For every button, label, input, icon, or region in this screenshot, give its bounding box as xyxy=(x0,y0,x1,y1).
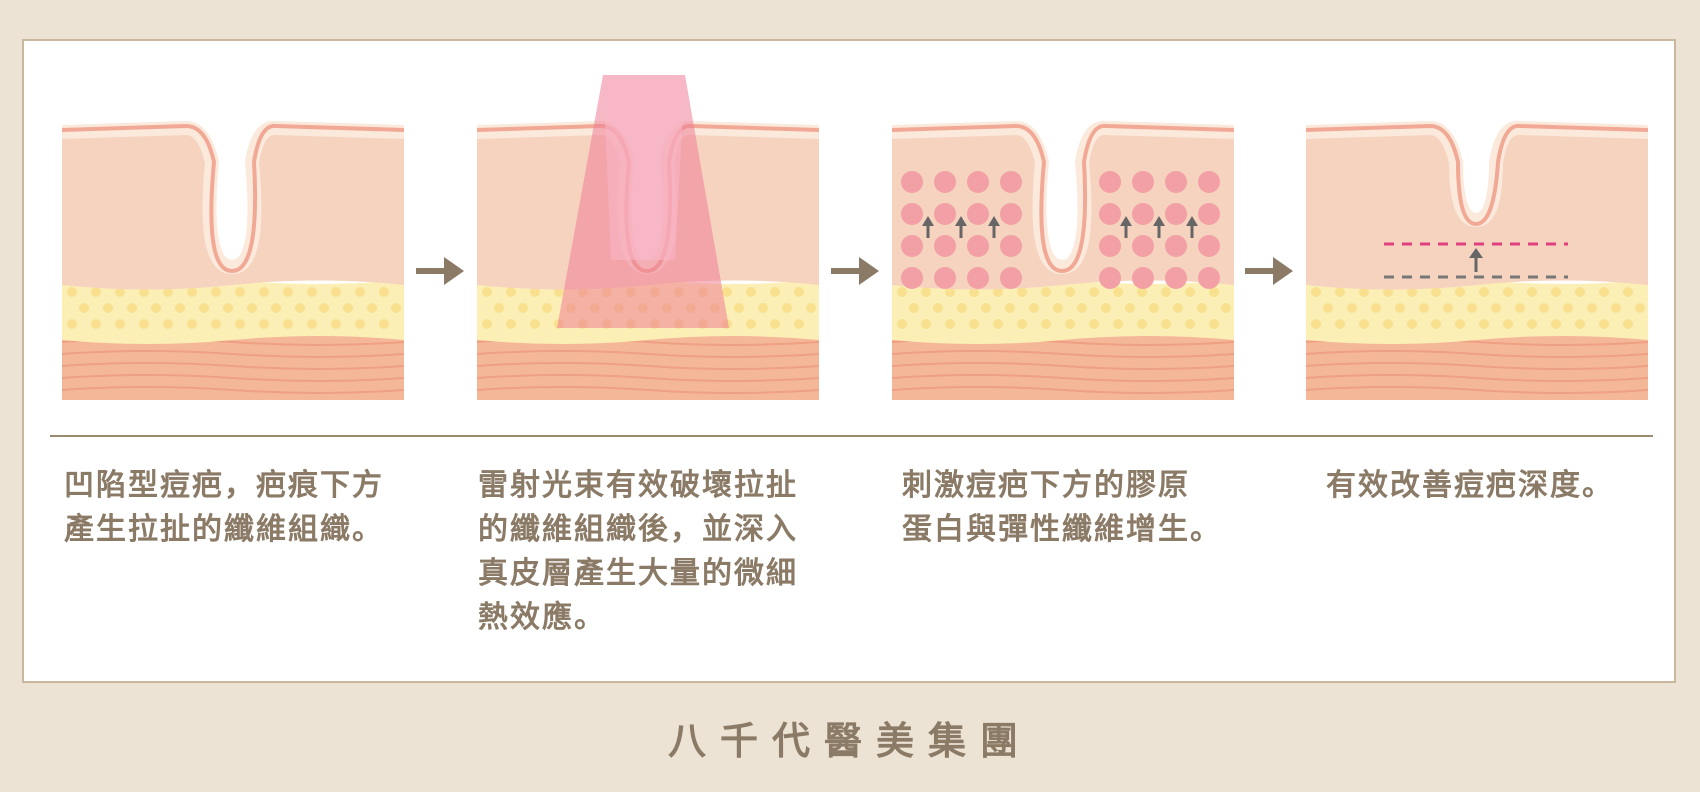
up-arrow-icon xyxy=(922,216,934,238)
collagen-dot xyxy=(1198,267,1220,289)
step-3-illustration xyxy=(892,70,1234,410)
dermis-layer xyxy=(1306,127,1648,290)
collagen-dot xyxy=(934,203,956,225)
up-arrow-icon xyxy=(1469,248,1483,272)
collagen-dot xyxy=(1099,235,1121,257)
collagen-dot xyxy=(1165,171,1187,193)
collagen-growth-skin-icon xyxy=(892,120,1234,400)
collagen-dot xyxy=(1000,203,1022,225)
collagen-dot xyxy=(934,267,956,289)
right-arrow-icon xyxy=(1245,251,1295,291)
collagen-dot xyxy=(934,171,956,193)
up-arrow-icon xyxy=(1120,216,1132,238)
step-1-caption: 凹陷型痘疤，疤痕下方 產生拉扯的纖維組織。 xyxy=(64,468,384,547)
step-2-caption: 雷射光束有效破壞拉扯 的纖維組織後，並深入 真皮層產生大量的微細 熱效應。 xyxy=(478,468,798,635)
collagen-dot xyxy=(967,235,989,257)
right-arrow-icon xyxy=(416,251,466,291)
right-arrow-icon xyxy=(831,251,881,291)
up-arrow-icon xyxy=(988,216,1000,238)
step-4-caption: 有效改善痘疤深度。 xyxy=(1326,468,1614,503)
step-3-caption: 刺激痘疤下方的膠原 蛋白與彈性纖維增生。 xyxy=(902,468,1222,547)
collagen-dot xyxy=(1132,267,1154,289)
step-2-illustration xyxy=(477,70,819,410)
dermis-layer xyxy=(62,127,404,290)
collagen-dot xyxy=(901,171,923,193)
collagen-dot xyxy=(1000,171,1022,193)
collagen-dot xyxy=(1165,203,1187,225)
collagen-dot xyxy=(1099,203,1121,225)
step-1-illustration xyxy=(62,70,404,410)
collagen-dot xyxy=(1132,203,1154,225)
collagen-dot xyxy=(967,203,989,225)
up-arrow-icon xyxy=(1186,216,1198,238)
skin-surface xyxy=(892,123,1234,274)
collagen-dot xyxy=(1165,235,1187,257)
up-arrow-icon xyxy=(955,216,967,238)
collagen-dot xyxy=(1132,171,1154,193)
step-4-illustration xyxy=(1306,70,1648,410)
depressed-scar-skin-icon xyxy=(62,120,404,400)
collagen-dot xyxy=(901,267,923,289)
collagen-dot xyxy=(901,203,923,225)
divider xyxy=(50,435,1653,437)
collagen-dot xyxy=(1198,171,1220,193)
collagen-dot xyxy=(967,171,989,193)
collagen-dot xyxy=(1099,267,1121,289)
collagen-dot xyxy=(967,267,989,289)
collagen-dot xyxy=(1165,267,1187,289)
skin-surface xyxy=(62,123,404,274)
collagen-dot xyxy=(1099,171,1121,193)
collagen-dot xyxy=(1000,267,1022,289)
collagen-dot xyxy=(1198,203,1220,225)
dermis-layer xyxy=(477,127,819,290)
collagen-dot xyxy=(1000,235,1022,257)
skin-surface xyxy=(1306,123,1648,227)
collagen-dot xyxy=(934,235,956,257)
improved-scar-skin-icon xyxy=(1306,120,1648,400)
laser-beam-skin-icon xyxy=(477,75,819,400)
up-arrow-icon xyxy=(1153,216,1165,238)
collagen-dot xyxy=(1132,235,1154,257)
brand-name: 八千代醫美集團 xyxy=(667,719,1032,763)
collagen-dot xyxy=(901,235,923,257)
collagen-dot xyxy=(1198,235,1220,257)
